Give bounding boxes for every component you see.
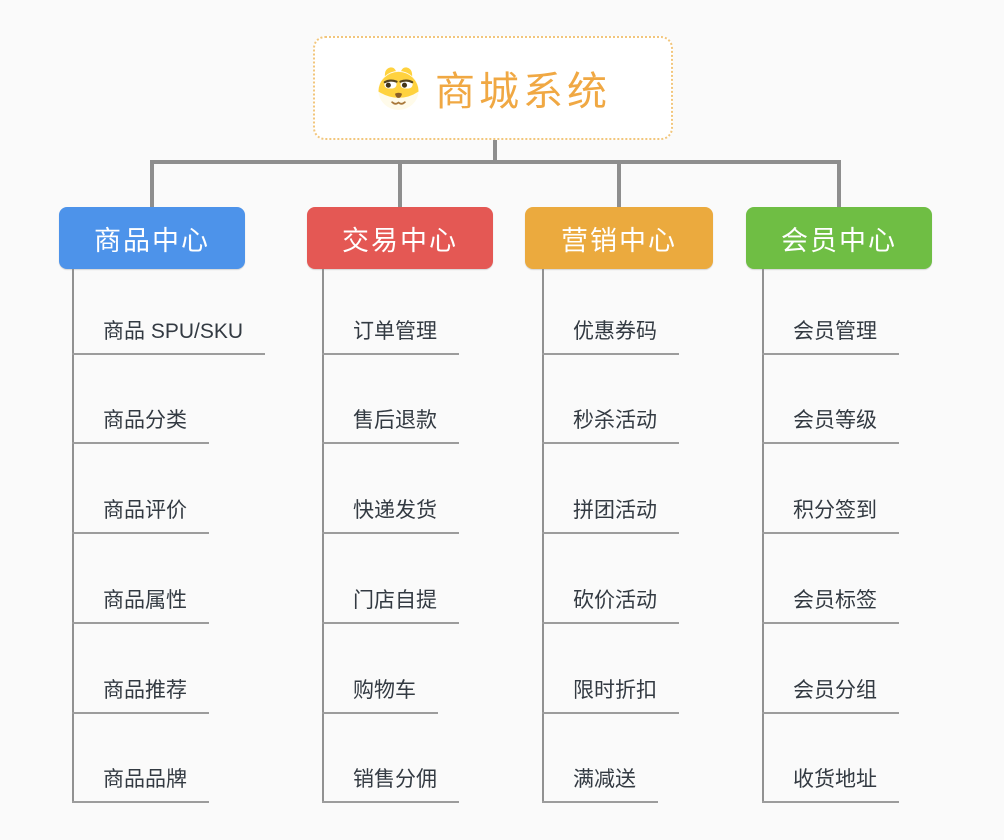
leaf-topic[interactable]: 优惠券码 bbox=[542, 317, 679, 355]
leaf-topic[interactable]: 商品评价 bbox=[72, 496, 209, 534]
branch-node-trade-center[interactable]: 交易中心 bbox=[307, 207, 493, 269]
leaf-topic[interactable]: 订单管理 bbox=[322, 317, 459, 355]
leaf-topic[interactable]: 满减送 bbox=[542, 765, 658, 803]
leaf-topic[interactable]: 商品品牌 bbox=[72, 765, 209, 803]
leaf-topic[interactable]: 会员等级 bbox=[762, 406, 899, 444]
connector-horizontal bbox=[150, 160, 841, 164]
root-node[interactable]: 商城系统 bbox=[313, 36, 673, 140]
leaf-topic[interactable]: 购物车 bbox=[322, 676, 438, 714]
leaf-topic[interactable]: 会员分组 bbox=[762, 676, 899, 714]
leaf-topic[interactable]: 收货地址 bbox=[762, 765, 899, 803]
leaf-topic[interactable]: 门店自提 bbox=[322, 586, 459, 624]
leaf-topic[interactable]: 会员标签 bbox=[762, 586, 899, 624]
branch-node-product-center[interactable]: 商品中心 bbox=[59, 207, 245, 269]
branch-3-spine bbox=[542, 269, 544, 803]
leaf-topic[interactable]: 会员管理 bbox=[762, 317, 899, 355]
leaf-topic[interactable]: 快递发货 bbox=[322, 496, 459, 534]
connector-drop-3 bbox=[617, 160, 621, 207]
branch-2-spine bbox=[322, 269, 324, 803]
branch-label: 商品中心 bbox=[94, 225, 210, 256]
leaf-topic[interactable]: 秒杀活动 bbox=[542, 406, 679, 444]
connector-drop-4 bbox=[837, 160, 841, 207]
leaf-topic[interactable]: 售后退款 bbox=[322, 406, 459, 444]
connector-root-stem bbox=[493, 139, 497, 161]
leaf-topic[interactable]: 拼团活动 bbox=[542, 496, 679, 534]
branch-4-spine bbox=[762, 269, 764, 803]
leaf-topic[interactable]: 商品推荐 bbox=[72, 676, 209, 714]
branch-label: 交易中心 bbox=[342, 225, 458, 256]
connector-drop-2 bbox=[398, 160, 402, 207]
leaf-topic[interactable]: 销售分佣 bbox=[322, 765, 459, 803]
leaf-topic[interactable]: 商品属性 bbox=[72, 586, 209, 624]
branch-label: 会员中心 bbox=[781, 225, 897, 256]
leaf-topic[interactable]: 商品 SPU/SKU bbox=[72, 317, 266, 355]
dog-icon bbox=[378, 66, 419, 110]
branch-label: 营销中心 bbox=[561, 225, 677, 256]
root-title: 商城系统 bbox=[435, 70, 611, 114]
leaf-topic[interactable]: 砍价活动 bbox=[542, 586, 679, 624]
leaf-topic[interactable]: 积分签到 bbox=[762, 496, 899, 534]
leaf-topic[interactable]: 商品分类 bbox=[72, 406, 209, 444]
branch-node-member-center[interactable]: 会员中心 bbox=[746, 207, 932, 269]
branch-node-marketing-center[interactable]: 营销中心 bbox=[525, 207, 713, 269]
branch-1-spine bbox=[72, 269, 74, 803]
connector-drop-1 bbox=[150, 160, 154, 207]
leaf-topic[interactable]: 限时折扣 bbox=[542, 676, 679, 714]
